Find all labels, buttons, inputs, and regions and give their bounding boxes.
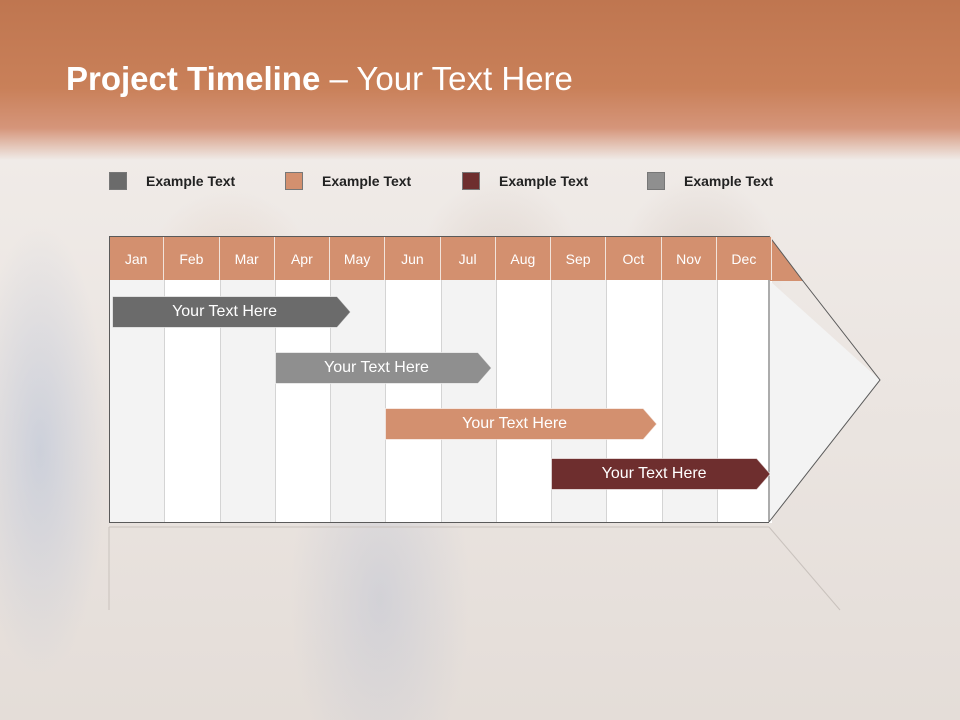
month-dec: Dec	[716, 237, 772, 280]
task-bar-shape	[385, 408, 658, 440]
task-bar-shape	[112, 296, 352, 328]
legend-item: Example Text	[647, 170, 773, 192]
task-bar-arrow	[274, 352, 492, 384]
grid-line	[274, 280, 276, 523]
task-bar-label: Your Text Here	[601, 465, 707, 482]
legend-label: Example Text	[322, 173, 412, 189]
grid-line	[551, 280, 552, 523]
legend-item: Example Text	[285, 170, 411, 192]
task-bar: Your Text Here	[112, 296, 352, 328]
task-bar-label: Your Text Here	[462, 415, 568, 432]
grid-line	[716, 280, 718, 523]
month-jun: Jun	[385, 237, 441, 280]
month-may: May	[330, 237, 386, 280]
legend-label: Example Text	[499, 173, 589, 189]
month-jan: Jan	[109, 237, 165, 280]
title-banner	[0, 0, 960, 160]
slide-title: Project Timeline – Your Text Here	[66, 60, 573, 98]
legend-label: Example Text	[684, 173, 774, 189]
legend-swatch	[462, 172, 480, 190]
grid-line	[606, 280, 608, 523]
grid-line	[219, 280, 221, 523]
legend-item: Example Text	[462, 170, 588, 192]
legend-label: Example Text	[146, 173, 236, 189]
task-bar-arrow	[112, 296, 352, 328]
task-bar-shape	[274, 352, 492, 384]
month-column	[385, 280, 441, 523]
legend-swatch	[285, 172, 303, 190]
task-bar-label: Your Text Here	[172, 303, 278, 320]
month-sep: Sep	[551, 237, 607, 280]
task-bar-shape	[551, 458, 771, 490]
month-mar: Mar	[219, 237, 275, 280]
month-jul: Jul	[440, 237, 496, 280]
task-bar: Your Text Here	[385, 408, 658, 440]
task-bar: Your Text Here	[551, 458, 771, 490]
grid-line	[164, 280, 166, 523]
timeline-frame	[109, 236, 769, 523]
grid-line	[330, 280, 331, 523]
month-apr: Apr	[274, 237, 330, 280]
grid-line	[440, 280, 442, 523]
month-feb: Feb	[164, 237, 220, 280]
legend-swatch	[109, 172, 127, 190]
title-bold: Project Timeline	[66, 60, 321, 97]
task-bar-arrow	[551, 458, 771, 490]
legend-swatch	[647, 172, 665, 190]
month-oct: Oct	[606, 237, 662, 280]
grid-line	[385, 280, 387, 523]
task-bar-arrow	[385, 408, 658, 440]
month-nov: Nov	[661, 237, 717, 280]
month-column	[495, 280, 551, 523]
title-rest: – Your Text Here	[320, 60, 573, 97]
month-aug: Aug	[495, 237, 551, 280]
task-bar-label: Your Text Here	[324, 359, 429, 376]
grid-line	[495, 280, 497, 523]
grid-line	[661, 280, 663, 523]
task-bar: Your Text Here	[274, 352, 492, 384]
legend-item: Example Text	[109, 170, 235, 192]
